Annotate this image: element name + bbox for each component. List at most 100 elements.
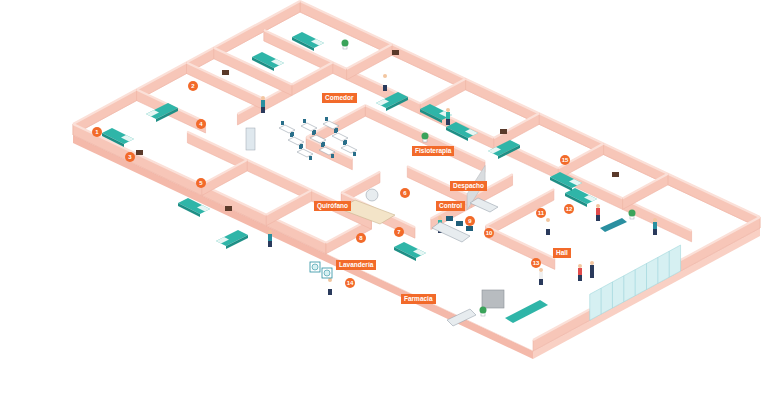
- wall: [187, 63, 265, 111]
- bed: [102, 128, 134, 147]
- glass-mullion: [623, 276, 624, 302]
- person-body: [383, 78, 387, 85]
- pharmacy-counter: [447, 309, 476, 326]
- person-head: [328, 278, 332, 282]
- bed: [376, 92, 408, 111]
- callout-number: 9: [465, 216, 475, 226]
- person-legs: [590, 272, 594, 278]
- washer-door: [324, 270, 330, 276]
- wall: [558, 144, 603, 180]
- pillow: [121, 135, 134, 142]
- wall-top: [137, 90, 206, 122]
- person-body: [596, 208, 600, 215]
- room-name: Hall: [556, 249, 568, 256]
- glass-mullion: [646, 264, 647, 290]
- person-head: [383, 74, 387, 78]
- washer-door: [312, 264, 318, 270]
- dining-table: [332, 133, 348, 141]
- chair: [322, 142, 325, 146]
- person: [653, 218, 657, 235]
- bed: [146, 103, 178, 122]
- wall: [306, 137, 352, 170]
- wall: [365, 105, 485, 172]
- person-legs: [261, 107, 265, 113]
- room-name: Comedor: [325, 94, 354, 101]
- person-body: [446, 112, 450, 119]
- room-tag: Despacho: [450, 181, 487, 191]
- wall-top: [264, 30, 692, 231]
- room-tag: Hall: [553, 248, 571, 258]
- wall-top: [681, 217, 760, 260]
- person-legs: [596, 215, 600, 221]
- wall-top: [365, 105, 485, 161]
- callout-number: 10: [484, 228, 494, 238]
- dining-table: [288, 137, 304, 145]
- wall-top: [486, 226, 555, 258]
- bed: [394, 242, 426, 261]
- wall-top: [266, 190, 311, 215]
- person-legs: [383, 85, 387, 91]
- wall: [202, 160, 247, 196]
- person-legs: [268, 241, 272, 247]
- bed-side: [386, 97, 408, 111]
- wall-top: [187, 63, 265, 100]
- wall: [264, 30, 692, 242]
- person-head: [446, 108, 450, 112]
- plant: [422, 133, 429, 140]
- callout-number: 2: [188, 81, 198, 91]
- callout-number: 3: [125, 152, 135, 162]
- room-tag: Quirófano: [314, 201, 351, 211]
- chair: [300, 144, 303, 148]
- person-head: [546, 218, 550, 222]
- callout-number: 14: [345, 278, 355, 288]
- callout-number: 12: [564, 204, 574, 214]
- wall-top: [558, 144, 603, 169]
- chair: [325, 117, 328, 121]
- office-desk: [470, 198, 498, 212]
- pillow: [311, 39, 324, 46]
- pillow: [584, 195, 597, 202]
- bed: [178, 198, 210, 217]
- chair: [291, 132, 294, 136]
- person: [383, 74, 387, 91]
- bed-side: [178, 203, 200, 217]
- plant: [342, 40, 349, 47]
- room-tag: Farmacia: [401, 294, 436, 304]
- sofa: [600, 218, 627, 232]
- pillow: [569, 179, 582, 186]
- person-legs: [653, 229, 657, 235]
- wall: [486, 226, 555, 269]
- chair: [309, 156, 312, 160]
- plant: [480, 307, 487, 314]
- bed-side: [446, 127, 468, 141]
- glass-mullion: [612, 282, 613, 308]
- wall-picture: [222, 70, 229, 75]
- pillow: [439, 111, 452, 118]
- person-body: [268, 234, 272, 241]
- callout-number: 11: [536, 208, 546, 218]
- person: [590, 261, 594, 278]
- wall-top: [306, 105, 365, 137]
- bed: [252, 52, 284, 71]
- person-head: [590, 261, 594, 265]
- surgical-lamp: [366, 189, 378, 201]
- person-head: [539, 268, 543, 272]
- pillow: [197, 205, 210, 212]
- wall: [300, 1, 760, 228]
- cabinet: [246, 128, 255, 150]
- control-desk: [432, 222, 470, 242]
- person-legs: [539, 279, 543, 285]
- dining-table: [310, 135, 326, 143]
- wall: [137, 90, 206, 133]
- room-name: Lavandería: [339, 261, 373, 268]
- wall: [347, 44, 392, 80]
- bed-side: [420, 109, 442, 123]
- pillow: [465, 129, 478, 136]
- person-body: [578, 268, 582, 275]
- dining-table: [279, 125, 295, 133]
- bed: [216, 230, 248, 249]
- room-name: Farmacia: [404, 295, 433, 302]
- person: [268, 230, 272, 247]
- glass-facade: [590, 245, 681, 320]
